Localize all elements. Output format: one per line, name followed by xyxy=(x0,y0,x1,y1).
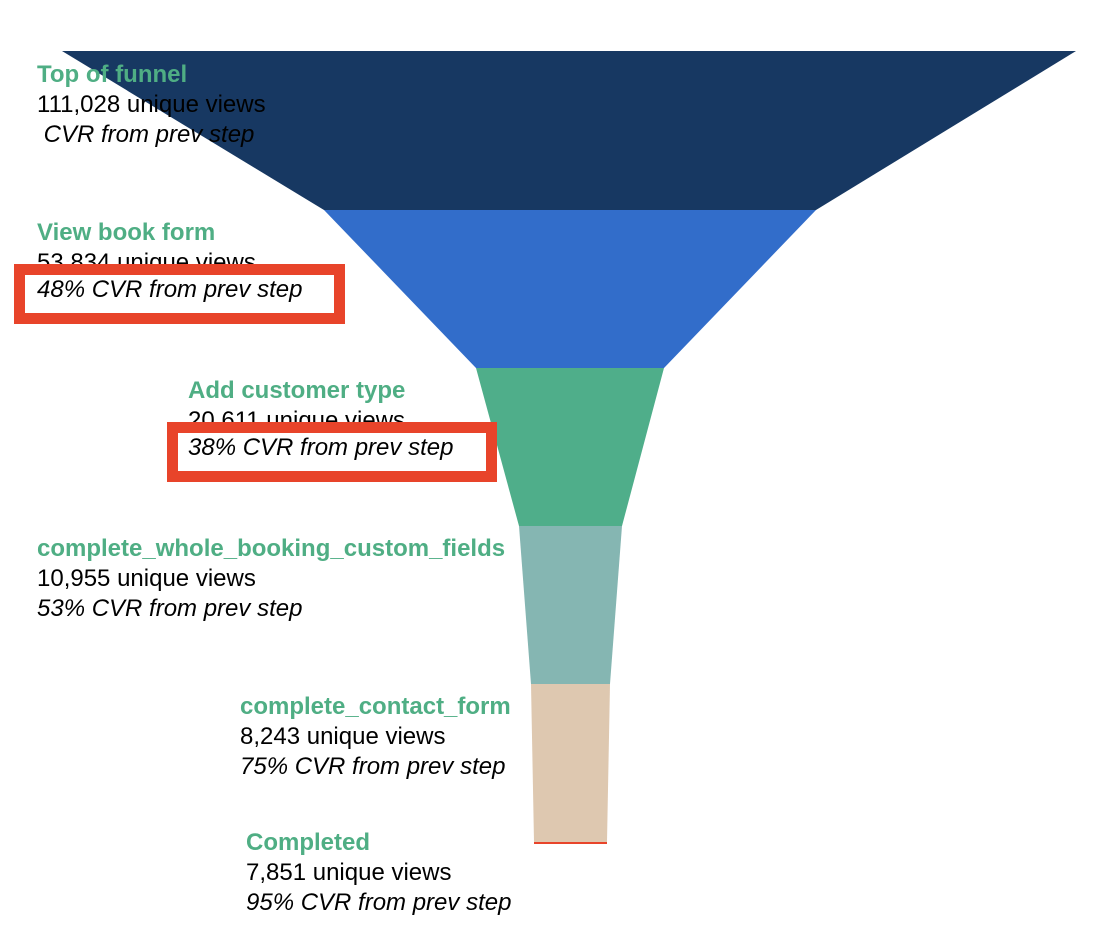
segment-completed xyxy=(534,842,607,844)
stage-complete-whole-booking-custom-fields: complete_whole_booking_custom_fields 10,… xyxy=(37,534,505,624)
stage-views: 8,243 unique views xyxy=(240,723,446,750)
stage-name: Completed xyxy=(246,829,371,856)
stage-name: complete_whole_booking_custom_fields xyxy=(37,535,506,562)
stage-cvr: CVR from prev step xyxy=(37,121,255,148)
segment-top-of-funnel xyxy=(62,51,1076,210)
stage-name: View book form xyxy=(37,219,216,246)
stage-cvr: 38% CVR from prev step xyxy=(188,434,454,461)
segment-complete-whole-booking-custom-fields xyxy=(519,526,622,684)
stage-views: 111,028 unique views xyxy=(37,91,266,118)
stage-name: Add customer type xyxy=(188,377,406,404)
stage-cvr: 75% CVR from prev step xyxy=(240,753,506,780)
stage-completed: Completed 7,851 unique views 95% CVR fro… xyxy=(246,828,511,918)
stage-cvr: 95% CVR from prev step xyxy=(246,889,512,916)
stage-views: 7,851 unique views xyxy=(246,859,452,886)
stage-name: Top of funnel xyxy=(37,61,188,88)
stage-top-of-funnel: Top of funnel 111,028 unique views CVR f… xyxy=(37,60,266,150)
cvr-highlight-box: 48% CVR from prev step xyxy=(14,264,345,324)
stage-cvr: 48% CVR from prev step xyxy=(37,276,303,303)
funnel-segments xyxy=(62,51,1076,844)
segment-complete-contact-form xyxy=(531,684,610,842)
stage-cvr: 53% CVR from prev step xyxy=(37,595,303,622)
stage-name: complete_contact_form xyxy=(240,693,511,720)
segment-view-book-form xyxy=(324,210,816,368)
stage-views: 10,955 unique views xyxy=(37,565,256,592)
segment-add-customer-type xyxy=(476,368,664,526)
stage-complete-contact-form: complete_contact_form 8,243 unique views… xyxy=(240,692,511,782)
cvr-highlight-box: 38% CVR from prev step xyxy=(167,422,497,482)
